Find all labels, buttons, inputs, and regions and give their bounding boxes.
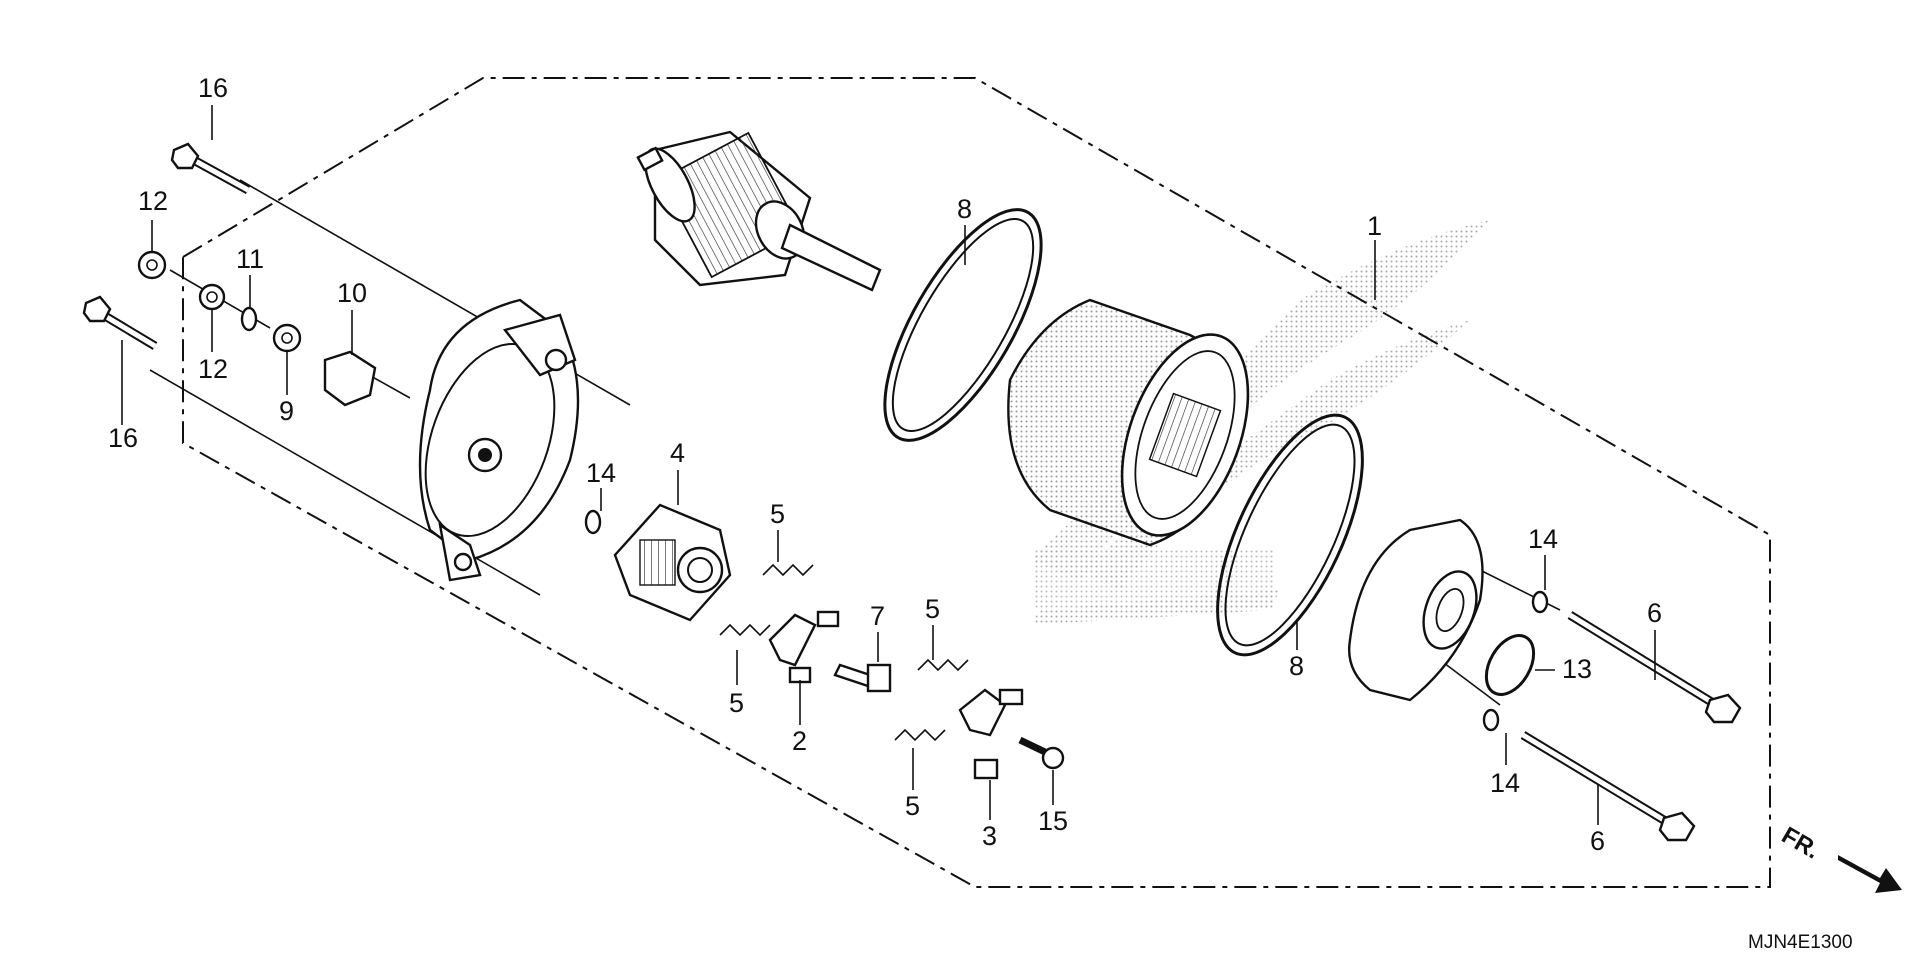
callout-8-upper: 8 [957,194,972,224]
long-bolt-lower [1520,731,1696,842]
callout-4: 4 [670,438,685,468]
callout-6-lower: 6 [1590,826,1605,856]
springs [719,563,969,742]
front-cover [1348,518,1484,702]
bolt-lower-left [82,295,158,350]
callout-6-upper: 6 [1647,598,1662,628]
brush-holder [613,503,732,622]
long-bolt-upper [1567,611,1742,724]
callout-labels: 16 16 12 12 11 10 9 14 4 5 5 5 5 2 7 3 1… [108,73,1662,856]
callout-2: 2 [792,726,807,756]
o-ring-lower [1216,413,1364,657]
drawing-code: MJN4E1300 [1748,932,1853,953]
callout-15: 15 [1038,806,1068,836]
o-ring-upper [883,208,1043,442]
front-direction-indicator: FR. [1777,822,1902,893]
callout-14-lower-right: 14 [1490,768,1520,798]
callout-3: 3 [982,821,997,851]
callout-8-lower: 8 [1289,651,1304,681]
callout-16-lower: 16 [108,423,138,453]
callout-leaders [121,105,1656,825]
rear-cover [418,298,580,582]
motor-yoke [1007,298,1250,547]
callout-9: 9 [279,396,294,426]
bolt-upper-left [170,142,251,194]
assembly-boundary-outline [182,77,1771,888]
callout-7: 7 [870,601,885,631]
armature [636,130,882,292]
callout-10: 10 [337,278,367,308]
brush-assemblies [768,610,1065,780]
callout-5-lower-right: 5 [905,791,920,821]
callout-14-upper-right: 14 [1528,524,1558,554]
callout-16-upper: 16 [198,73,228,103]
callout-13: 13 [1562,654,1592,684]
callout-5-upper-right: 5 [925,594,940,624]
callout-11: 11 [236,244,264,274]
callout-5-lower-left: 5 [729,688,744,718]
callout-5-upper-left: 5 [770,499,785,529]
callout-14-left: 14 [586,458,616,488]
direction-label: FR. [1777,822,1824,865]
callout-1: 1 [1367,211,1382,241]
callout-12-lower: 12 [198,354,228,384]
o-ring-13 [1484,634,1536,696]
callout-12-upper: 12 [138,186,168,216]
